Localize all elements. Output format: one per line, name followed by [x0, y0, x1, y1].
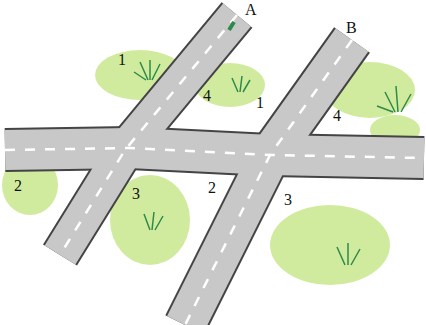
road-label: B — [346, 20, 357, 36]
corner-number: 3 — [132, 186, 140, 202]
corner-number: 2 — [14, 178, 22, 194]
corner-number: 2 — [208, 180, 216, 196]
corner-number: 1 — [256, 95, 264, 111]
road-label: A — [245, 2, 257, 18]
corner-number: 3 — [284, 192, 292, 208]
corner-number: 1 — [118, 52, 126, 68]
roads — [5, 15, 424, 325]
corner-number: 4 — [333, 108, 341, 124]
corner-number: 4 — [203, 88, 211, 104]
